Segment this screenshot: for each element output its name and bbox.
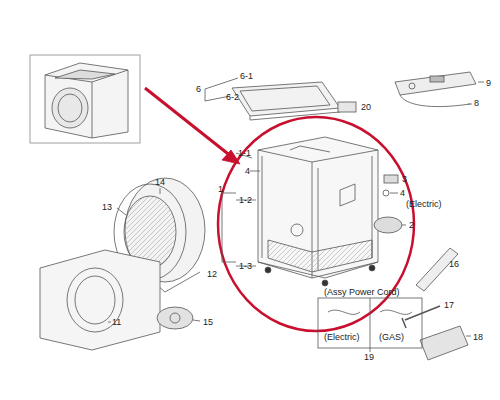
part-note: (GAS) [379, 333, 404, 342]
callout-number: 4 [245, 167, 250, 176]
callout-number: 15 [203, 318, 213, 327]
callout-number: 1-3 [239, 262, 252, 271]
callout-number: 1 [218, 185, 223, 194]
callout-number: 13 [102, 203, 112, 212]
callout-number: 8 [474, 99, 479, 108]
callout-number: 1-1 [238, 149, 251, 158]
callout-number: 18 [473, 333, 483, 342]
part-note: (Electric) [406, 200, 442, 209]
callout-number: 11 [112, 318, 121, 327]
part-note: (Electric) [324, 333, 360, 342]
callout-number: 3 [402, 175, 407, 184]
callout-number: 12 [207, 270, 217, 279]
callout-number: 4 [400, 189, 405, 198]
callout-number: 9 [486, 79, 491, 88]
callout-number: 1-2 [239, 196, 252, 205]
callout-number: 6-2 [226, 93, 239, 102]
callout-number: 14 [155, 178, 165, 187]
callout-number: 20 [361, 103, 371, 112]
callout-number: 16 [449, 260, 459, 269]
callout-number: 2 [409, 221, 414, 230]
callout-number: 17 [444, 301, 454, 310]
callout-number: 6-1 [240, 72, 253, 81]
callout-number: 6 [196, 85, 201, 94]
callout-number: 19 [364, 353, 374, 362]
part-note: (Assy Power Cord) [324, 288, 400, 297]
